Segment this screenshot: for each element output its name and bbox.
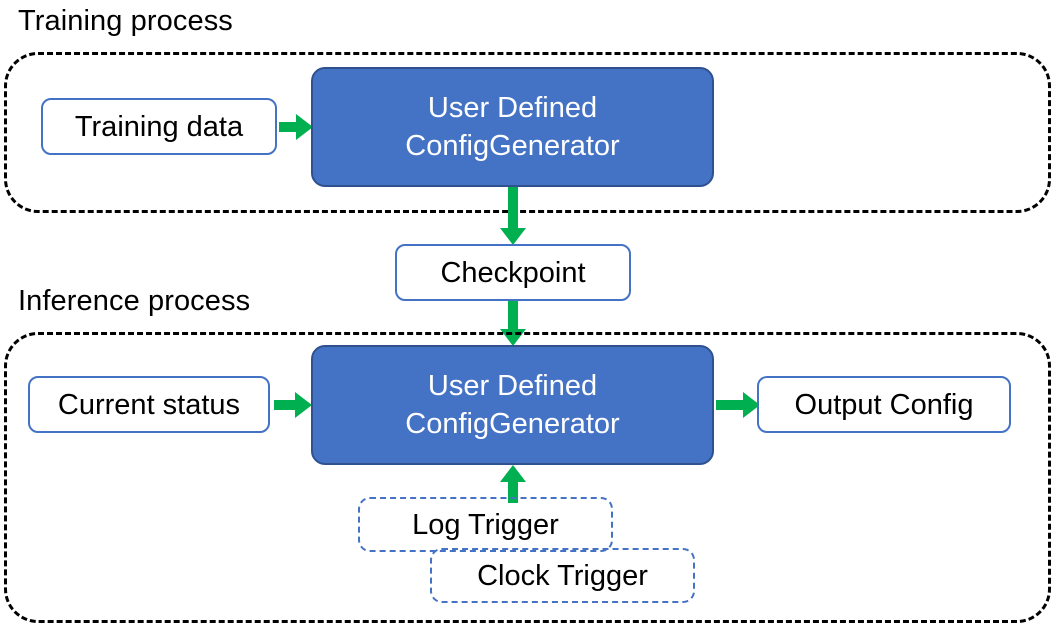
- inference-config-generator-box[interactable]: User Defined ConfigGenerator: [311, 345, 714, 465]
- training-config-generator-line1: User Defined: [427, 92, 598, 124]
- log-trigger-box[interactable]: Log Trigger: [358, 497, 613, 552]
- output-config-box[interactable]: Output Config: [757, 376, 1011, 433]
- inference-config-generator-line2: ConfigGenerator: [405, 408, 620, 440]
- training-process-label: Training process: [18, 5, 233, 37]
- output-config-label: Output Config: [794, 388, 974, 421]
- training-config-generator-line2: ConfigGenerator: [405, 130, 620, 162]
- clock-trigger-box[interactable]: Clock Trigger: [430, 548, 695, 603]
- training-data-label: Training data: [74, 110, 244, 143]
- training-config-generator-box[interactable]: User Defined ConfigGenerator: [311, 67, 714, 187]
- arrow-generator-to-output-config: [716, 388, 760, 422]
- inference-process-container: [4, 332, 1051, 623]
- current-status-box[interactable]: Current status: [28, 376, 270, 433]
- training-process-container: [4, 52, 1051, 213]
- arrow-generator-to-checkpoint: [496, 187, 530, 245]
- inference-process-label: Inference process: [18, 285, 251, 317]
- training-data-box[interactable]: Training data: [41, 98, 277, 155]
- arrow-trigger-to-generator: [496, 465, 530, 503]
- log-trigger-label: Log Trigger: [412, 508, 559, 541]
- checkpoint-label: Checkpoint: [440, 256, 586, 289]
- arrow-training-data-to-generator: [279, 110, 313, 144]
- inference-config-generator-line1: User Defined: [427, 370, 598, 402]
- checkpoint-box[interactable]: Checkpoint: [395, 244, 631, 301]
- arrow-current-status-to-generator: [274, 388, 312, 422]
- current-status-label: Current status: [57, 388, 241, 421]
- clock-trigger-label: Clock Trigger: [477, 559, 648, 592]
